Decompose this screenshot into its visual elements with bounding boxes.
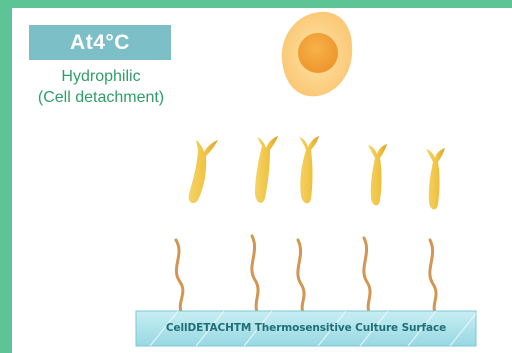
polymer-strand-icon — [298, 240, 304, 314]
hydrated-polymer-icon — [255, 136, 278, 203]
polymer-strand-icon — [364, 238, 370, 314]
polymer-strand-icon — [176, 240, 183, 314]
hydrated-polymer-icon — [368, 144, 387, 205]
polymer-strand-icon — [252, 236, 258, 314]
detached-cell-icon — [282, 12, 352, 97]
hydrated-polymer-icon — [299, 136, 319, 203]
polymer-strand-icon — [430, 240, 436, 314]
hydrated-polymer-icon — [426, 148, 445, 209]
culture-surface-label: CellDETACHTM Thermosensitive Culture Sur… — [136, 322, 476, 334]
hydrated-polymer-icon — [189, 140, 218, 203]
